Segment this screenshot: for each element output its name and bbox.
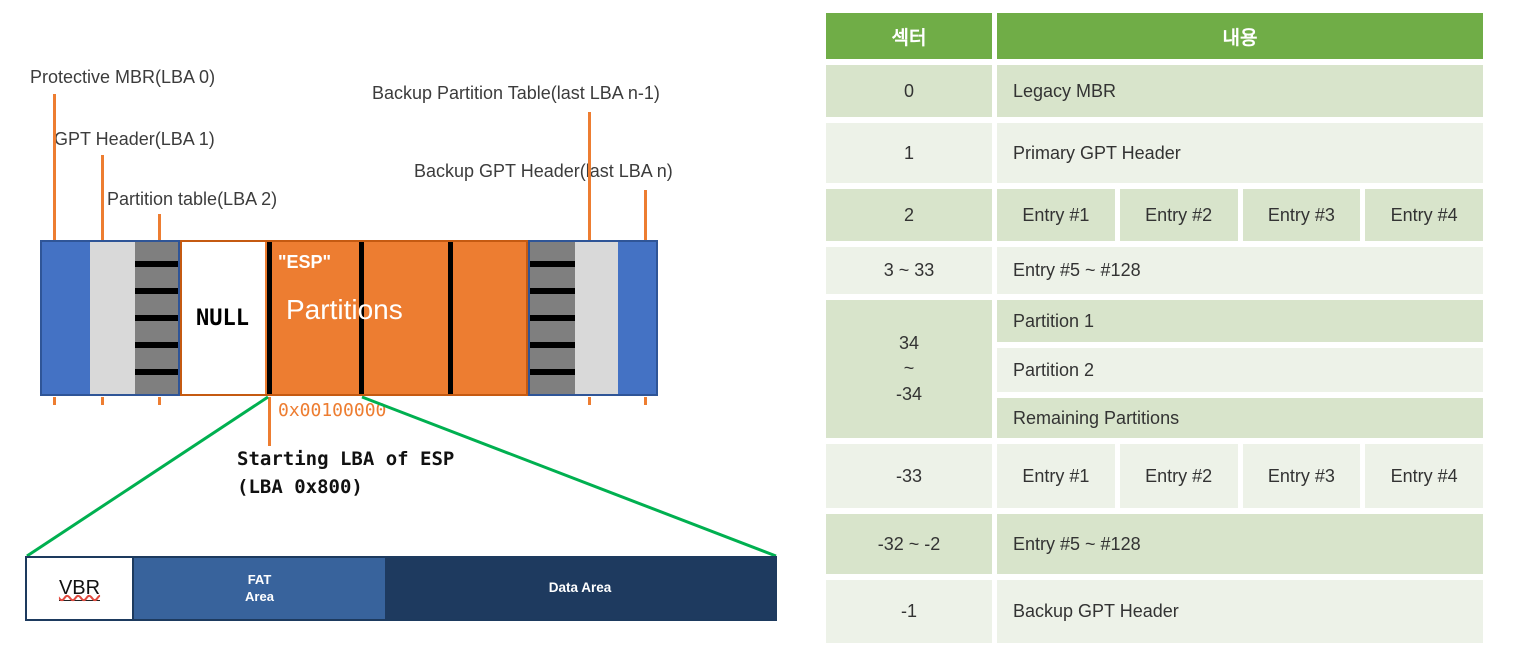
segment-partitions (265, 240, 528, 396)
table-cell-sector-merged: 34 ~ -34 (826, 300, 992, 438)
table-header-sector: 섹터 (826, 13, 992, 59)
esp-expanded-bar: VBR FAT Area Data Area (25, 556, 777, 621)
table-cell-content: Primary GPT Header (997, 123, 1483, 183)
leader-tick (101, 397, 104, 405)
table-cell-sector: 1 (826, 123, 992, 183)
segment-backup-partition-table (528, 240, 575, 396)
esp-label: "ESP" (278, 252, 332, 272)
table-cell-entry: Entry #1 (997, 444, 1115, 508)
leader-tick (644, 397, 647, 405)
leader-line-partition-table (158, 214, 161, 246)
leader-line-esp-start (268, 397, 271, 446)
leader-line-backup-partition-table (588, 112, 591, 246)
partition-separator (359, 240, 364, 396)
table-cell-entry: Entry #3 (1242, 444, 1361, 508)
leader-line-backup-gpt-header (644, 190, 647, 246)
vbr-segment: VBR (27, 558, 134, 619)
table-cell-content: Partition 1 (997, 300, 1483, 342)
table-cell-sector: 2 (826, 189, 992, 241)
label-backup-gpt-header: Backup GPT Header(last LBA n) (414, 161, 673, 181)
disk-layout-bar: NULL "ESP" Partitions (40, 240, 658, 396)
label-backup-partition-table: Backup Partition Table(last LBA n-1) (372, 83, 660, 103)
leader-tick (158, 397, 161, 405)
table-cell-sector: -1 (826, 580, 992, 643)
sector-line: -34 (895, 383, 922, 404)
fat-area-segment: FAT Area (134, 558, 385, 619)
data-area-segment: Data Area (385, 558, 775, 619)
table-cell-entry: Entry #4 (1365, 444, 1483, 508)
starting-lba-label-line1: Starting LBA of ESP (237, 448, 455, 470)
table-cell-entry: Entry #4 (1365, 189, 1483, 241)
vbr-label: VBR (58, 576, 101, 601)
table-cell-sector: -32 ~ -2 (826, 514, 992, 574)
partitions-label: Partitions (286, 294, 403, 325)
segment-backup-gpt-header (575, 240, 618, 396)
starting-lba-label-line2: (LBA 0x800) (237, 476, 363, 498)
table-cell-content: Remaining Partitions (997, 398, 1483, 438)
esp-offset-hex: 0x00100000 (278, 400, 387, 421)
leader-tick (53, 397, 56, 405)
partition-separator (448, 240, 453, 396)
data-area-label: Data Area (548, 580, 612, 596)
table-cell-entry: Entry #2 (1119, 189, 1238, 241)
fat-label-line1: FAT (247, 572, 272, 588)
partition-separator (267, 240, 272, 396)
table-cell-content: Entry #5 ~ #128 (997, 247, 1483, 294)
label-gpt-header: GPT Header(LBA 1) (54, 129, 215, 149)
segment-null: NULL (180, 240, 265, 396)
table-cell-sector: -33 (826, 444, 992, 508)
segment-last-lba (618, 240, 658, 396)
table-cell-content: Legacy MBR (997, 65, 1483, 117)
table-cell-content: Entry #5 ~ #128 (997, 514, 1483, 574)
table-cell-entry: Entry #3 (1242, 189, 1361, 241)
leader-line-protective-mbr (53, 94, 56, 246)
table-cell-content: Backup GPT Header (997, 580, 1483, 643)
label-protective-mbr: Protective MBR(LBA 0) (30, 67, 216, 87)
segment-protective-mbr (40, 240, 90, 396)
table-header-content: 내용 (997, 13, 1483, 59)
segment-gpt-header (90, 240, 135, 396)
null-label: NULL (196, 305, 249, 331)
table-cell-sector: 3 ~ 33 (826, 247, 992, 294)
label-partition-table: Partition table(LBA 2) (107, 189, 278, 209)
sector-line: 34 (898, 333, 920, 354)
table-cell-sector: 0 (826, 65, 992, 117)
sector-line: ~ (903, 358, 915, 379)
leader-line-gpt-header (101, 155, 104, 246)
fat-label-line2: Area (245, 588, 274, 604)
leader-tick (588, 397, 591, 405)
segment-partition-table (135, 240, 180, 396)
table-cell-entry: Entry #1 (997, 189, 1115, 241)
sector-content-table: 섹터 내용 0 Legacy MBR 1 Primary GPT Header … (826, 13, 1483, 643)
table-cell-entry: Entry #2 (1119, 444, 1238, 508)
table-cell-content: Partition 2 (997, 348, 1483, 392)
